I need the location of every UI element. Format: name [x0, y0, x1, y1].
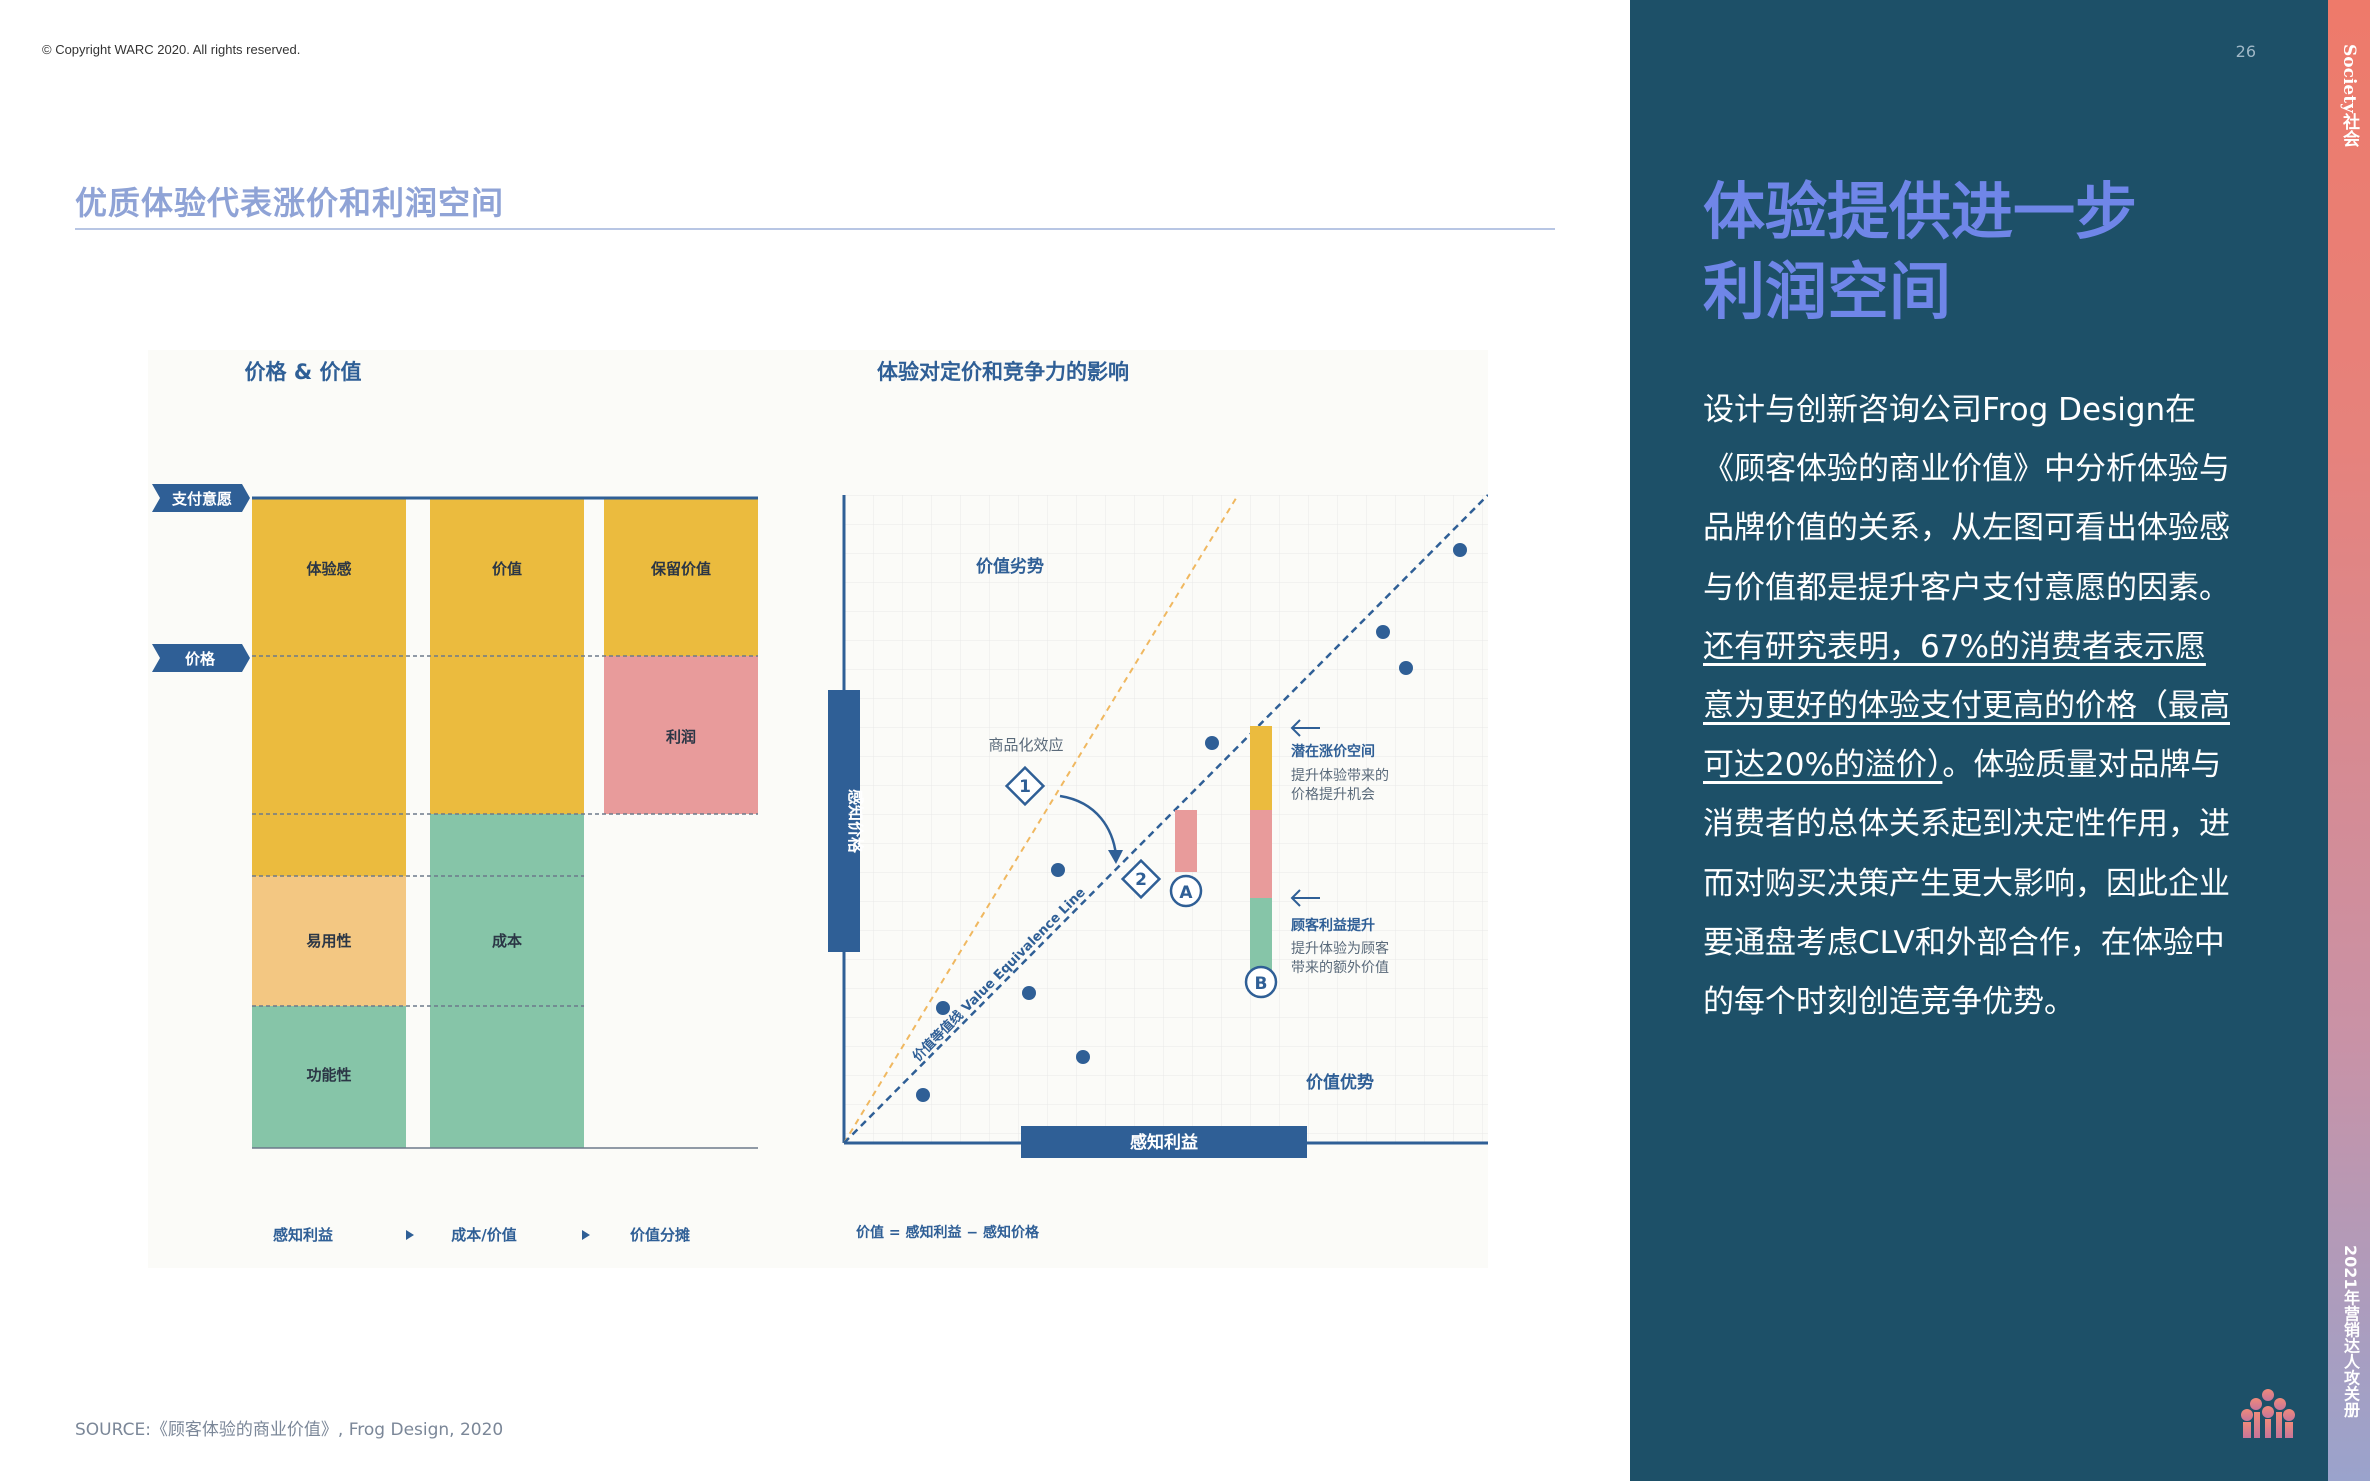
- region-value-advantage: 价值优势: [1306, 1072, 1374, 1093]
- region-value-disadvantage: 价值劣势: [976, 556, 1044, 577]
- commodity-line: [843, 494, 1239, 1144]
- label-value: 价值: [492, 560, 522, 578]
- value-equivalence-line: [843, 494, 1488, 1144]
- annotation-price-room-title: 潜在涨价空间: [1291, 743, 1375, 760]
- sidebar-heading: 体验提供进一步 利润空间: [1703, 172, 2263, 332]
- price-value-figure: 价格 & 价值 支付意愿 价格 体验感 易用性 功能性: [148, 350, 1488, 1268]
- marker-a: A: [1169, 874, 1203, 908]
- marker-1: 1: [1004, 765, 1046, 807]
- label-experience: 体验感: [306, 560, 351, 578]
- page-number: 26: [2235, 42, 2256, 61]
- label-cost: 成本: [492, 932, 522, 950]
- x-axis-label: 感知利益: [1130, 1132, 1198, 1153]
- section-label: Society社会: [2339, 44, 2359, 147]
- segment-functionality: [252, 1006, 406, 1148]
- footer-perceived-benefit: 感知利益: [273, 1226, 333, 1244]
- sidebar-heading-line2: 利润空间: [1703, 255, 1952, 328]
- annotation-price-room-line2: 价格提升机会: [1291, 787, 1375, 803]
- label-functionality: 功能性: [306, 1066, 351, 1084]
- body-conclusion: 。体验质量对品牌与消费者的总体关系起到决定性作用，进而对购买决策产生更大影响，因…: [1703, 747, 2230, 1021]
- svg-text:价格: 价格: [185, 650, 216, 668]
- bar-b-green: [1250, 898, 1272, 970]
- commodity-effect-label: 商品化效应: [988, 736, 1063, 754]
- publication-label: 2021年营销达人攻关册: [2341, 1245, 2360, 1418]
- left-chart-title: 价格 & 价值: [245, 360, 362, 384]
- arrow-right-icon: [582, 1230, 590, 1240]
- marker-b: B: [1244, 965, 1278, 999]
- segment-cost: [430, 814, 584, 1148]
- sidebar-body-text: 设计与创新咨询公司Frog Design在《顾客体验的商业价值》中分析体验与品牌…: [1703, 381, 2233, 1032]
- svg-text:A: A: [1179, 883, 1193, 903]
- svg-text:2: 2: [1135, 870, 1147, 890]
- page-title: 优质体验代表涨价和利润空间: [75, 184, 505, 222]
- sidebar-heading-line1: 体验提供进一步: [1703, 175, 2138, 248]
- segment-usability: [252, 876, 406, 1006]
- svg-text:B: B: [1255, 974, 1268, 994]
- marker-price: 价格: [152, 644, 250, 672]
- body-intro: 设计与创新咨询公司Frog Design在《顾客体验的商业价值》中分析体验与品牌…: [1703, 392, 2230, 606]
- y-axis-label: 感知价格: [846, 789, 865, 854]
- bar-b-pink: [1250, 810, 1272, 898]
- footer-value-allocation: 价值分摊: [630, 1226, 690, 1244]
- tree-people-logo-icon: [2241, 1389, 2295, 1438]
- curved-arrow-icon: [1059, 794, 1118, 856]
- arrow-left-icon: [1290, 889, 1320, 907]
- sidebar-panel: 26 体验提供进一步 利润空间 设计与创新咨询公司Frog Design在《顾客…: [1630, 0, 2328, 1481]
- right-chart-title: 体验对定价和竞争力的影响: [877, 360, 1129, 384]
- figure-svg: 价格 & 价值 支付意愿 价格 体验感 易用性 功能性: [152, 360, 1488, 1244]
- annotation-customer-benefit-title: 顾客利益提升: [1291, 917, 1375, 934]
- annotation-customer-benefit-line2: 带来的额外价值: [1291, 960, 1389, 976]
- x-axis-label-box: [1021, 1126, 1307, 1158]
- bar-a: [1175, 810, 1197, 872]
- footer-cost-value: 成本/价值: [451, 1226, 516, 1244]
- copyright-notice: © Copyright WARC 2020. All rights reserv…: [42, 42, 301, 57]
- label-profit: 利润: [666, 728, 696, 746]
- annotation-price-room-line1: 提升体验带来的: [1291, 768, 1389, 784]
- source-citation: SOURCE:《顾客体验的商业价值》, Frog Design, 2020: [75, 1420, 504, 1440]
- svg-text:支付意愿: 支付意愿: [171, 490, 232, 508]
- label-usability: 易用性: [306, 932, 351, 950]
- marker-willingness-to-pay: 支付意愿: [152, 484, 250, 512]
- annotation-customer-benefit-line1: 提升体验为顾客: [1291, 940, 1389, 957]
- section-strip: [2328, 0, 2370, 1481]
- bar-b-yellow: [1250, 726, 1272, 810]
- segment-experience: [252, 498, 406, 876]
- segment-retained-value: [604, 498, 758, 656]
- y-axis-label-box: [828, 690, 860, 952]
- arrow-left-icon: [1290, 719, 1320, 737]
- arrow-right-icon: [406, 1230, 414, 1240]
- svg-text:1: 1: [1019, 777, 1031, 797]
- marker-2: 2: [1120, 858, 1162, 900]
- title-divider: [75, 228, 1555, 230]
- body-highlight: 还有研究表明，67%的消费者表示愿意为更好的体验支付更高的价格（最高可达20%的…: [1703, 628, 2230, 784]
- segment-profit: [604, 656, 758, 814]
- label-retained-value: 保留价值: [650, 560, 711, 578]
- value-formula: 价值 = 感知利益 − 感知价格: [856, 1224, 1040, 1241]
- scatter-points: [916, 543, 1467, 1102]
